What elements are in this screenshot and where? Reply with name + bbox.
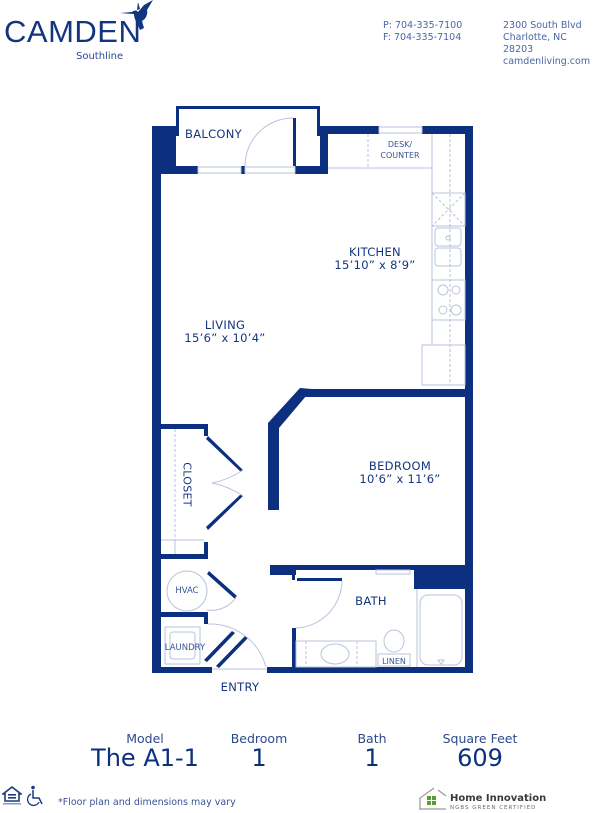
room-dims-bedroom: 10’6” x 11’6”: [359, 472, 441, 486]
room-dims-living: 15’6” x 10’4”: [184, 331, 266, 345]
community-name: Southline: [76, 51, 124, 62]
equal-housing-icon: [2, 786, 22, 805]
stat-label-bedroom: Bedroom: [230, 731, 288, 746]
room-label-laundry: LAUNDRY: [164, 643, 206, 653]
room-dims-kitchen: 15’10” x 8’9”: [334, 258, 416, 272]
hummingbird-logo-icon: [120, 0, 153, 30]
address-line-2: Charlotte, NC 28203: [503, 32, 567, 55]
cert-title: Home Innovation: [450, 793, 547, 804]
stat-value-model: The A1-1: [91, 744, 199, 772]
brand-logo-text: CAMDEN: [4, 14, 142, 49]
cert-subtitle: NGBS GREEN CERTIFIED: [450, 805, 537, 811]
fax-number: F: 704-335-7104: [383, 32, 462, 43]
room-label-bedroom: BEDROOM: [368, 459, 432, 473]
address-line-1: 2300 South Blvd: [503, 20, 582, 31]
room-label-desk: DESK/: [387, 140, 413, 149]
website-link[interactable]: camdenliving.com: [503, 56, 591, 67]
room-label-hvac: HVAC: [175, 586, 199, 596]
room-label-balcony: BALCONY: [185, 127, 242, 141]
room-label-kitchen: KITCHEN: [349, 245, 401, 259]
stat-value-sqft: 609: [457, 744, 503, 772]
home-innovation-logo-icon: [419, 787, 447, 810]
accessibility-icon: [27, 785, 43, 806]
phone-number: P: 704-335-7100: [383, 20, 463, 31]
stat-label-bath: Bath: [357, 731, 387, 746]
stat-label-sqft: Square Feet: [442, 731, 518, 746]
stat-value-bath: 1: [364, 744, 380, 772]
stat-value-bedroom: 1: [251, 744, 267, 772]
room-label-entry: ENTRY: [220, 680, 260, 694]
room-label-counter: COUNTER: [380, 151, 420, 160]
room-label-bath: BATH: [355, 594, 387, 608]
room-label-linen: LINEN: [382, 657, 406, 666]
disclaimer-text: *Floor plan and dimensions may vary: [58, 797, 236, 808]
room-label-living: LIVING: [204, 318, 246, 332]
stat-label-model: Model: [126, 731, 164, 746]
room-label-closet: CLOSET: [180, 462, 194, 507]
